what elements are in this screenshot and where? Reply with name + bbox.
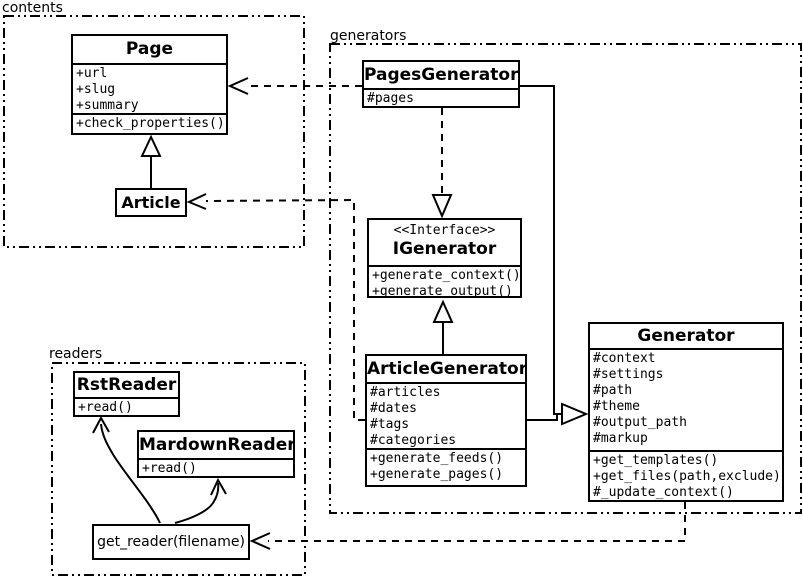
edge-getreader-rstreader <box>100 423 161 524</box>
open-arrow-mardownreader <box>210 477 227 496</box>
attribute: #context <box>593 351 656 366</box>
attributes-compartment: #context #settings #path #theme #output_… <box>590 348 782 450</box>
method: +generate_feeds() <box>370 451 504 466</box>
package-label-contents: contents <box>2 0 63 16</box>
edge-getreader-mardownreader <box>174 482 220 524</box>
attributes-compartment: #pages <box>364 88 518 106</box>
open-arrow-rstreader <box>92 415 110 434</box>
method: +read() <box>78 400 133 415</box>
methods-compartment: +read() <box>139 458 293 476</box>
attribute: #path <box>593 383 633 398</box>
attribute: #settings <box>593 367 664 382</box>
class-pagesgenerator: PagesGenerator #pages <box>362 60 520 108</box>
package-label-generators: generators <box>330 28 407 44</box>
methods-compartment: +get_templates() +get_files(path,exclude… <box>590 450 782 500</box>
methods-compartment: +generate_context() +generate_output() <box>369 265 520 299</box>
package-label-readers: readers <box>49 346 103 362</box>
inheritance-triangle-generator <box>561 402 589 426</box>
class-name: IGenerator <box>392 239 497 259</box>
class-page: Page +url +slug +summary +check_properti… <box>71 34 228 135</box>
class-rstreader: RstReader +read() <box>73 371 180 417</box>
class-title-page: Page <box>125 39 174 59</box>
function-get-reader: get_reader(filename) <box>92 524 250 560</box>
class-article: Article <box>115 188 187 217</box>
class-title-igenerator: <<Interface>> IGenerator <box>369 220 520 265</box>
attribute: #categories <box>370 433 457 448</box>
edge-generator-getreader <box>268 502 686 542</box>
attribute: #output_path <box>593 415 687 430</box>
method: +get_files(path,exclude) <box>593 469 781 484</box>
class-generator: Generator #context #settings #path #them… <box>588 322 784 502</box>
package-border-generators <box>329 43 802 514</box>
attribute: +slug <box>76 82 116 97</box>
attribute: #theme <box>593 399 640 414</box>
attribute: +url <box>76 66 108 81</box>
class-igenerator: <<Interface>> IGenerator +generate_conte… <box>367 218 522 299</box>
inheritance-triangle-page <box>140 134 162 157</box>
attributes-compartment: +url +slug +summary <box>73 63 226 113</box>
stereotype-label: <<Interface>> <box>393 223 496 238</box>
method: +check_properties() <box>76 116 225 131</box>
package-border-contents <box>3 15 305 248</box>
attribute: #articles <box>370 385 441 400</box>
methods-compartment: +check_properties() <box>73 113 226 133</box>
method: +generate_pages() <box>370 467 504 482</box>
class-title-rstreader: RstReader <box>76 375 177 395</box>
attribute: #pages <box>367 91 414 106</box>
attributes-compartment: #articles #dates #tags #categories <box>367 382 525 448</box>
attribute: #markup <box>593 431 648 446</box>
class-title-mardownreader: MardownReader <box>139 435 293 455</box>
edge-articlegenerator-generator <box>527 414 558 421</box>
attribute: #dates <box>370 401 417 416</box>
class-title-pagesgenerator: PagesGenerator <box>364 65 518 85</box>
method: +read() <box>142 461 197 476</box>
method: +generate_context() <box>372 268 520 283</box>
open-arrow-article <box>186 193 207 210</box>
method: +generate_output() <box>372 284 513 299</box>
open-arrow-page <box>227 77 249 95</box>
package-border-readers <box>51 362 306 576</box>
attribute: +summary <box>76 98 139 113</box>
inheritance-triangle-igenerator <box>432 299 454 323</box>
class-articlegenerator: ArticleGenerator #articles #dates #tags … <box>365 354 527 487</box>
class-title-article: Article <box>121 193 181 212</box>
methods-compartment: +generate_feeds() +generate_pages() <box>367 448 525 485</box>
method: +get_templates() <box>593 453 719 468</box>
class-mardownreader: MardownReader +read() <box>137 430 295 478</box>
class-title-articlegenerator: ArticleGenerator <box>367 359 525 379</box>
class-title-generator: Generator <box>637 326 735 346</box>
edge-articlegenerator-article <box>205 198 365 421</box>
open-arrow-getreader <box>249 532 271 550</box>
methods-compartment: +read() <box>75 397 178 415</box>
realization-triangle-igenerator <box>431 194 453 219</box>
method: #_update_context() <box>593 485 734 500</box>
attribute: #tags <box>370 417 410 432</box>
